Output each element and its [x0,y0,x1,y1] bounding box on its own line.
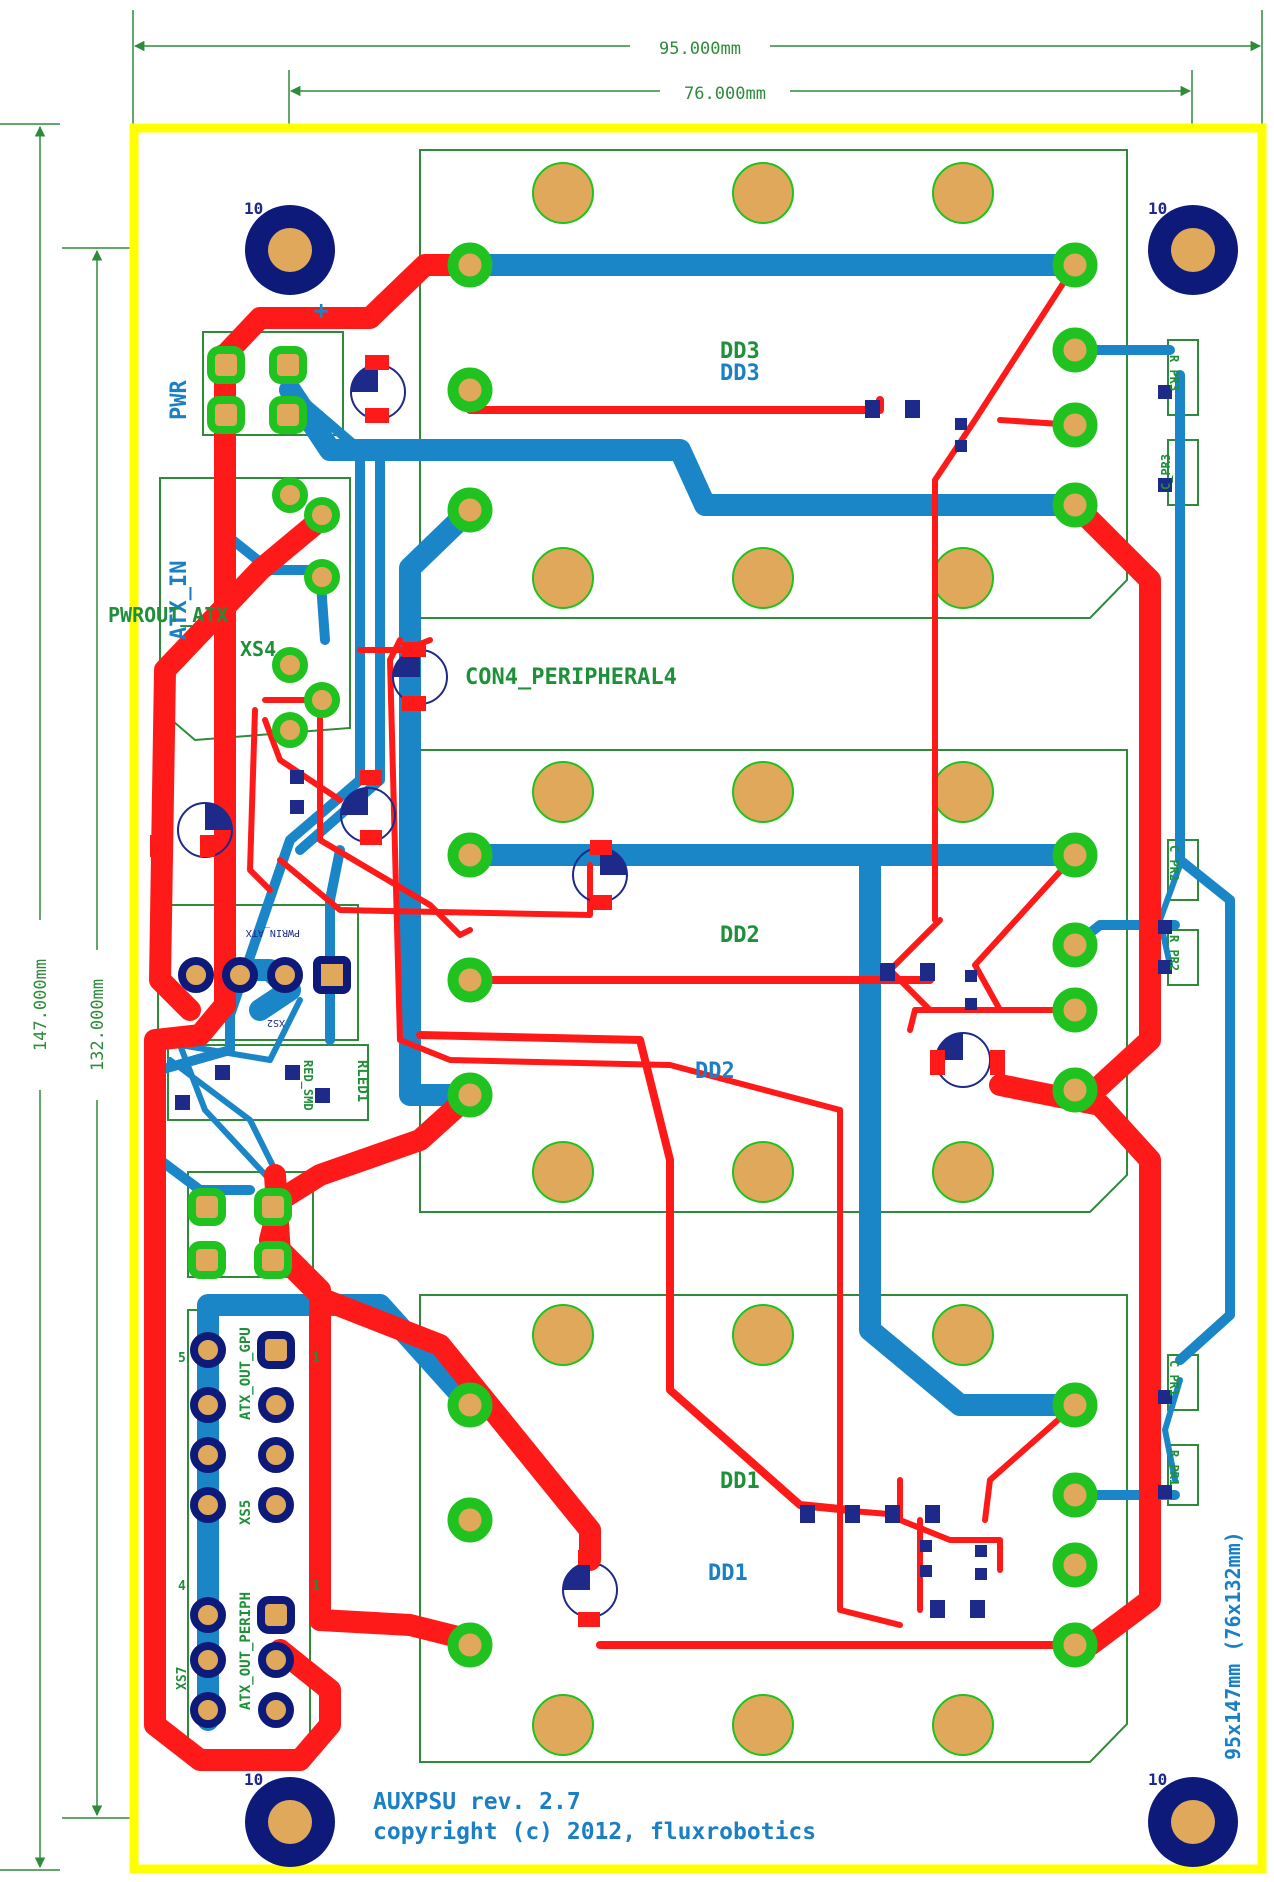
label-xs7: XS7 [175,1667,190,1690]
label-copyright: copyright (c) 2012, fluxrobotics [373,1819,816,1845]
dimension-lines [0,10,1263,1871]
dim-outer-height: 147.000mm [31,959,51,1051]
label-xs5: XS5 [238,1500,254,1525]
label-c-pr2: C_PR2 [1166,845,1181,881]
label-dd2-blue: DD2 [695,1059,735,1084]
svg-text:10: 10 [244,199,263,218]
label-r-pr1: R_PR1 [1166,1450,1181,1486]
label-atx-out-periph: ATX_OUT_PERIPH [238,1592,254,1710]
label-dd3-green: DD3 [720,339,760,364]
label-rled1: RLED1 [354,1060,370,1102]
pin-label-4: 4 [178,1579,186,1594]
label-pwrin-atx: PWRIN_ATX [246,927,300,938]
svg-text:+: + [312,299,330,324]
label-board-title: AUXPSU rev. 2.7 [373,1789,581,1815]
dim-inner-width: 76.000mm [684,84,766,104]
label-con4: CON4_PERIPHERAL4 [465,665,677,690]
label-atx-in: ATX_IN [167,561,192,640]
label-c-pr3: C_PR3 [1159,454,1174,490]
label-rled1-smd: RED_SMD [300,1060,315,1111]
label-atx-out-gpu: ATX_OUT_GPU [238,1327,254,1420]
label-dd3-blue: DD3 [720,361,760,386]
dim-outer-width: 95.000mm [659,39,741,59]
connector-pads [178,346,351,1728]
pin-label-1a: 1 [312,1351,320,1366]
label-xs2: XS2 [267,1017,285,1028]
polarity-marks: + [312,299,330,324]
dim-inner-height: 132.000mm [88,979,108,1071]
label-r-pr2: R_PR2 [1166,935,1181,971]
pin-label-5: 5 [178,1351,186,1366]
svg-text:10: 10 [1148,199,1167,218]
smd-components [150,355,1172,1627]
label-pwr: PWR [167,380,192,420]
pin-label-1b: 1 [312,1579,320,1594]
svg-text:10: 10 [1148,1770,1167,1789]
label-xs4: XS4 [240,637,276,661]
label-dd2-green: DD2 [720,923,760,948]
label-dd1-green: DD1 [720,1469,760,1494]
label-c-pr1: C_PR1 [1166,1360,1181,1396]
mount-markers: 10 10 10 10 [244,199,1167,1789]
label-pwrout-atx: PWROUT_ATX [108,603,228,627]
label-r-pr3: R_PR3 [1166,355,1181,391]
svg-text:10: 10 [244,1770,263,1789]
mounting-holes [245,205,1238,1867]
board-outline [129,123,1267,1874]
relay-large-pads [532,162,994,1756]
label-board-size: 95x147mm (76x132mm) [1221,1531,1245,1760]
label-dd1-blue: DD1 [708,1561,748,1586]
relay-ring-pads [447,242,1098,1668]
